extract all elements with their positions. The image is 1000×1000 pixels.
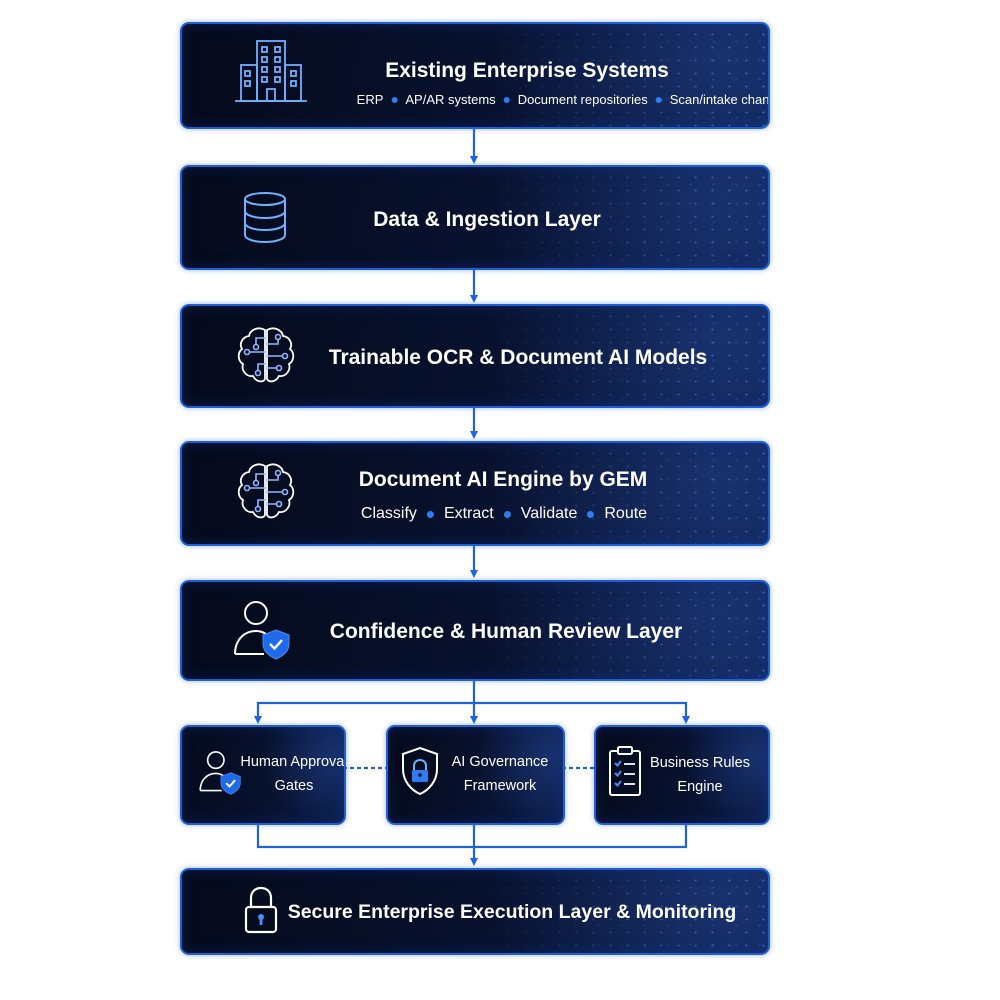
bullet-dot: [655, 96, 662, 103]
bullet-dot: [391, 96, 398, 103]
title-line: Gates: [274, 778, 314, 794]
bullet-dot: [503, 510, 511, 518]
list-item: Extract: [443, 505, 494, 522]
business-rules-box: Business Rules Engine: [594, 725, 770, 825]
secure-execution-title: Secure Enterprise Execution Layer & Moni…: [287, 901, 737, 923]
bullet-dot: [426, 510, 434, 518]
business-rules-title: Business Rules Engine: [650, 751, 750, 799]
merge-left-line: [256, 823, 688, 849]
user-shield-icon: [232, 598, 294, 660]
branch-right-arrow: [474, 701, 690, 724]
title-line: Framework: [463, 778, 537, 794]
dot-pattern: [463, 24, 768, 127]
title-line: AI Governance: [451, 754, 549, 770]
human-approval-gates-box: Human Approval Gates: [180, 725, 346, 825]
branch-left-arrow: [254, 701, 474, 724]
engine-capabilities-list: Classify Extract Validate Route: [361, 505, 647, 523]
dot-pattern: [463, 582, 768, 679]
dot-pattern: [463, 870, 768, 953]
list-item: AP/AR systems: [405, 92, 496, 107]
human-review-box: Confidence & Human Review Layer: [180, 580, 770, 681]
ai-governance-title: AI Governance Framework: [452, 750, 549, 798]
shield-lock-icon: [400, 746, 440, 796]
ai-brain-icon: [234, 460, 298, 524]
bullet-dot: [587, 510, 595, 518]
list-item: Document repositories: [517, 92, 648, 107]
list-item: Scan/intake channels: [669, 92, 770, 107]
human-approval-gates-title: Human Approval Gates: [240, 750, 346, 798]
human-review-title: Confidence & Human Review Layer: [329, 620, 683, 643]
list-item: Classify: [360, 505, 417, 522]
secure-execution-box: Secure Enterprise Execution Layer & Moni…: [180, 868, 770, 955]
document-ai-engine-title: Document AI Engine by GEM: [358, 468, 648, 491]
document-ai-engine-box: Document AI Engine by GEM Classify Extra…: [180, 441, 770, 546]
padlock-icon: [243, 885, 279, 935]
dot-pattern: [463, 167, 768, 268]
title-line: Human Approval: [240, 754, 346, 770]
dot-pattern: [463, 443, 768, 544]
data-ingestion-box: Data & Ingestion Layer: [180, 165, 770, 270]
list-item: ERP: [356, 92, 384, 107]
checklist-icon: [608, 745, 642, 797]
title-line: Business Rules: [650, 755, 750, 771]
enterprise-systems-list: ERP AP/AR systems Document repositories …: [356, 92, 770, 107]
list-item: Route: [604, 505, 648, 522]
database-icon: [242, 191, 288, 244]
user-shield-icon: [198, 747, 244, 797]
ocr-models-title: Trainable OCR & Document AI Models: [328, 346, 708, 369]
building-icon: [235, 39, 307, 105]
title-line: Engine: [677, 779, 723, 795]
data-ingestion-title: Data & Ingestion Layer: [373, 208, 601, 231]
ai-governance-box: AI Governance Framework: [386, 725, 565, 825]
bullet-dot: [503, 96, 510, 103]
list-item: Validate: [520, 505, 578, 522]
dot-pattern: [463, 306, 768, 406]
ocr-models-box: Trainable OCR & Document AI Models: [180, 304, 770, 408]
enterprise-systems-box: Existing Enterprise Systems ERP AP/AR sy…: [180, 22, 770, 129]
enterprise-systems-title: Existing Enterprise Systems: [385, 59, 669, 82]
ai-brain-icon: [234, 324, 298, 388]
